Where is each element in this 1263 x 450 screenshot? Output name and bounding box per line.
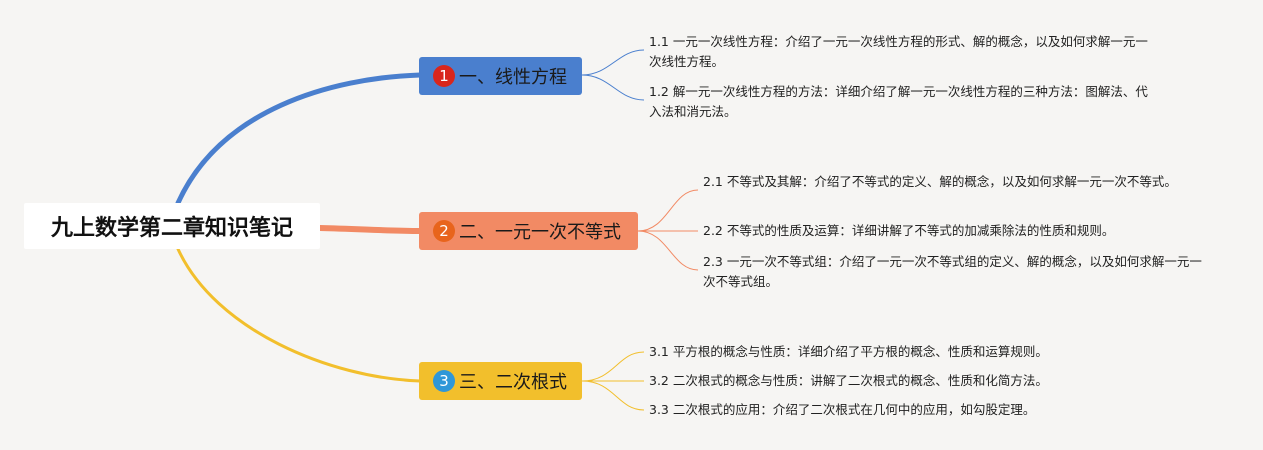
branch-topic-1[interactable]: 1 一、线性方程 xyxy=(419,57,582,95)
leaf-text: 1.1 一元一次线性方程：介绍了一元一次线性方程的形式、解的概念，以及如何求解一… xyxy=(649,34,1148,69)
number-1-icon: 1 xyxy=(433,65,455,87)
branch-topic-3[interactable]: 3 三、二次根式 xyxy=(419,362,582,400)
branch-3-connector xyxy=(176,247,422,383)
leaf-topic-2-3[interactable]: 2.3 一元一次不等式组：介绍了一元一次不等式组的定义、解的概念，以及如何求解一… xyxy=(703,252,1203,292)
leaf-text: 2.3 一元一次不等式组：介绍了一元一次不等式组的定义、解的概念，以及如何求解一… xyxy=(703,254,1202,289)
root-topic[interactable]: 九上数学第二章知识笔记 xyxy=(24,203,320,249)
number-3-icon: 3 xyxy=(433,370,455,392)
leaf-text: 2.1 不等式及其解：介绍了不等式的定义、解的概念，以及如何求解一元一次不等式。 xyxy=(703,174,1177,189)
branch-topic-2[interactable]: 2 二、一元一次不等式 xyxy=(419,212,638,250)
leaf-text: 2.2 不等式的性质及运算：详细讲解了不等式的加减乘除法的性质和规则。 xyxy=(703,223,1115,238)
branch-2-connector xyxy=(317,225,423,234)
leaf-connector xyxy=(637,230,699,271)
leaf-connector xyxy=(581,49,645,76)
leaf-connector xyxy=(581,351,645,382)
number-2-icon: 2 xyxy=(433,220,455,242)
leaf-text: 3.1 平方根的概念与性质：详细介绍了平方根的概念、性质和运算规则。 xyxy=(649,344,1048,359)
root-title: 九上数学第二章知识笔记 xyxy=(50,216,293,241)
leaf-topic-1-2[interactable]: 1.2 解一元一次线性方程的方法：详细介绍了解一元一次线性方程的三种方法：图解法… xyxy=(649,82,1154,122)
leaf-topic-2-1[interactable]: 2.1 不等式及其解：介绍了不等式的定义、解的概念，以及如何求解一元一次不等式。 xyxy=(703,172,1203,192)
leaf-text: 3.2 二次根式的概念与性质：讲解了二次根式的概念、性质和化简方法。 xyxy=(649,373,1048,388)
branch-title: 一、线性方程 xyxy=(459,67,567,88)
leaf-topic-3-2[interactable]: 3.2 二次根式的概念与性质：讲解了二次根式的概念、性质和化简方法。 xyxy=(649,371,1189,391)
leaf-text: 3.3 二次根式的应用：介绍了二次根式在几何中的应用，如勾股定理。 xyxy=(649,402,1036,417)
branch-1-connector xyxy=(175,72,423,206)
leaf-topic-2-2[interactable]: 2.2 不等式的性质及运算：详细讲解了不等式的加减乘除法的性质和规则。 xyxy=(703,221,1223,241)
leaf-topic-3-3[interactable]: 3.3 二次根式的应用：介绍了二次根式在几何中的应用，如勾股定理。 xyxy=(649,400,1189,420)
branch-title: 二、一元一次不等式 xyxy=(459,222,621,243)
leaf-topic-1-1[interactable]: 1.1 一元一次线性方程：介绍了一元一次线性方程的形式、解的概念，以及如何求解一… xyxy=(649,32,1154,72)
branch-title: 三、二次根式 xyxy=(459,372,567,393)
leaf-text: 1.2 解一元一次线性方程的方法：详细介绍了解一元一次线性方程的三种方法：图解法… xyxy=(649,84,1148,119)
leaf-connector xyxy=(637,189,699,232)
leaf-connector xyxy=(581,74,645,101)
leaf-connector xyxy=(581,380,645,411)
leaf-topic-3-1[interactable]: 3.1 平方根的概念与性质：详细介绍了平方根的概念、性质和运算规则。 xyxy=(649,342,1189,362)
